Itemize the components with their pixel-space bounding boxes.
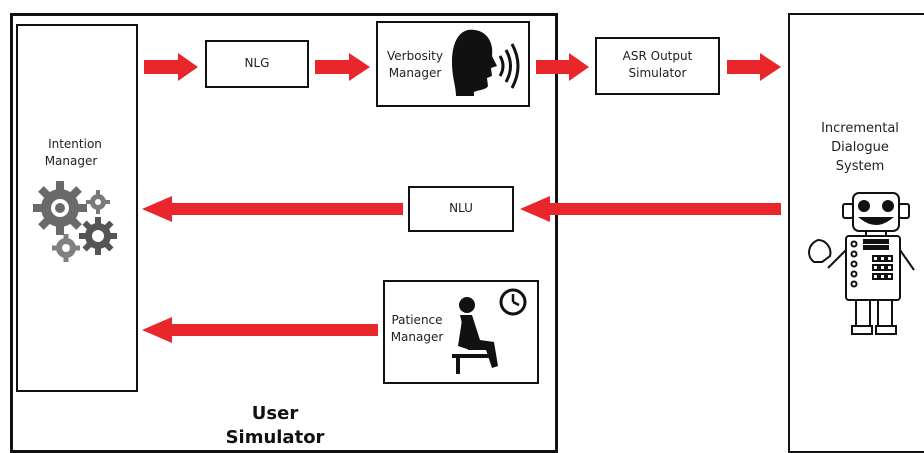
patience-manager-label-line1: Patience [391, 313, 443, 327]
speaking-head-icon [452, 29, 520, 97]
waiting-person-clock-icon [452, 288, 527, 374]
robot-icon [808, 192, 915, 335]
dialogue-system-label-line2: Dialogue [831, 140, 889, 155]
intention-manager-label-line1: Intention [48, 137, 102, 151]
nlu-box [408, 186, 514, 232]
asr-output-simulator-label-line1: ASR Output [622, 49, 693, 63]
nlu-label: NLU [449, 201, 473, 215]
arrow-dialogue-to-nlu [520, 196, 781, 222]
nlg-box [205, 40, 309, 88]
nlg-label: NLG [244, 56, 270, 70]
verbosity-manager-label-line1: Verbosity [387, 49, 443, 63]
arrow-patience-to-intention [142, 317, 378, 343]
diagram-graphics [33, 29, 915, 374]
asr-output-simulator-box [595, 37, 720, 95]
dialogue-system-label-line1: Incremental [821, 121, 899, 136]
incremental-dialogue-system-box [788, 13, 924, 453]
arrow-nlu-to-intention [142, 196, 403, 222]
gears-icon [33, 181, 117, 262]
arrow-intention-to-nlg [144, 53, 198, 81]
arrow-asr-to-dialogue [727, 53, 781, 81]
dialogue-system-label-line3: System [835, 159, 885, 174]
arrow-verbosity-to-asr [536, 53, 589, 81]
patience-manager-label-line2: Manager [390, 330, 444, 344]
verbosity-manager-label-line2: Manager [388, 66, 442, 80]
intention-manager-label-line2: Manager [44, 154, 98, 168]
arrow-nlg-to-verbosity [315, 53, 370, 81]
asr-output-simulator-label-line2: Simulator [628, 66, 687, 80]
